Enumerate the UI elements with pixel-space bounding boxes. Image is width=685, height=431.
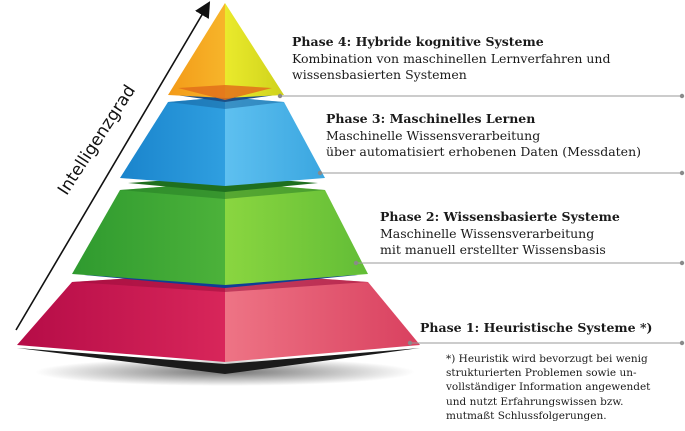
heuristics-footnote: *) Heuristik wird bevorzugt bei wenig st… [446,352,681,423]
footnote-line-4: und nutzt Erfahrungswissen bzw. [446,395,624,408]
footnote-line-2: strukturierten Problemen sowie un- [446,367,637,380]
phase-1-text: Phase 1: Heuristische Systeme *) [420,320,652,337]
connector-dots [277,93,685,346]
phase-3-desc-line-1: Maschinelle Wissensverarbeitung [326,127,541,143]
connector-lines [280,95,682,344]
phase-2-title: Phase 2: Wissensbasierte Systeme [380,209,620,224]
phase-2-desc-line-2: mit manuell erstellter Wissensbasis [380,242,606,257]
pyramid-base-shadow [17,348,420,374]
pyramid-layer-phase-2 [72,182,368,285]
intelligence-arrow [15,1,211,331]
phase-4-desc-line-2: wissensbasierten Systemen [292,67,467,82]
phase-4-text: Phase 4: Hybride kognitive Systeme Kombi… [292,34,611,84]
footnote-line-5: mutmaßt Schlussfolgerungen. [446,409,607,422]
phase-2-text: Phase 2: Wissensbasierte Systeme Maschin… [380,209,620,259]
phase-2-desc-line-1: Maschinelle Wissensverarbeitung [380,225,595,241]
phase-4-title: Phase 4: Hybride kognitive Systeme [292,34,544,49]
phase-3-desc-line-2: über automatisiert erhobenen Daten (Mess… [326,144,642,159]
phase-3-title: Phase 3: Maschinelles Lernen [326,111,536,126]
pyramid-layer-phase-4 [168,3,284,100]
phase-3-text: Phase 3: Maschinelles Lernen Maschinelle… [326,111,641,161]
phase-1-title: Phase 1: Heuristische Systeme *) [420,320,653,335]
footnote-line-1: *) Heuristik wird bevorzugt bei wenig [446,353,648,365]
phase-4-desc-line-1: Kombination von maschinellen Lernverfahr… [292,50,611,66]
pyramid-layer-phase-3 [120,97,325,186]
footnote-line-3: vollständiger Information angewendet [446,381,651,394]
